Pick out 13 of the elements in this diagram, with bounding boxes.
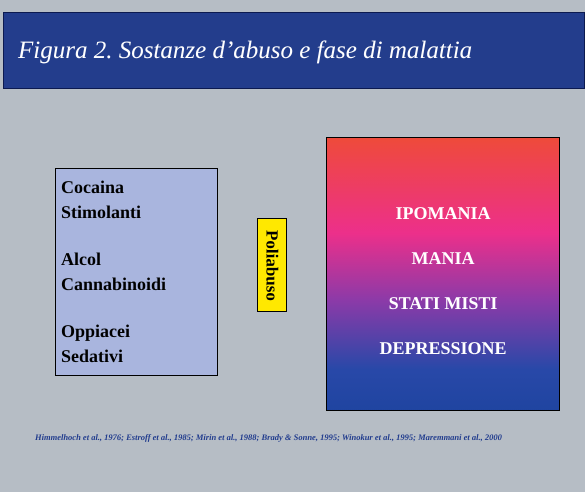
substance-box xyxy=(55,168,218,376)
node-label: DEPRESSIONE xyxy=(379,337,507,360)
title: Figura 2. Sostanze d’abuso e fase di malattia xyxy=(18,36,472,66)
node-label: STATI MISTI xyxy=(388,292,498,315)
polyabuse-box xyxy=(257,218,287,312)
node-label: IPOMANIA xyxy=(396,202,490,225)
phase-box xyxy=(326,137,560,411)
node-label: MANIA xyxy=(412,247,474,270)
node-label: Oppiacei Sedativi xyxy=(61,320,132,368)
node-label: Poliabuso xyxy=(264,230,280,300)
node-label: Cocaina Stimolanti xyxy=(61,176,142,224)
node-label: Alcol Cannabinoidi xyxy=(61,248,168,296)
citation-text: Himmelhoch et al., 1976; Estroff et al., 1985; Mirin et al., 1988; Brady & Sonne, 1995; Winokur et al., 1995; Maremmani et al., 2000 xyxy=(35,431,502,444)
